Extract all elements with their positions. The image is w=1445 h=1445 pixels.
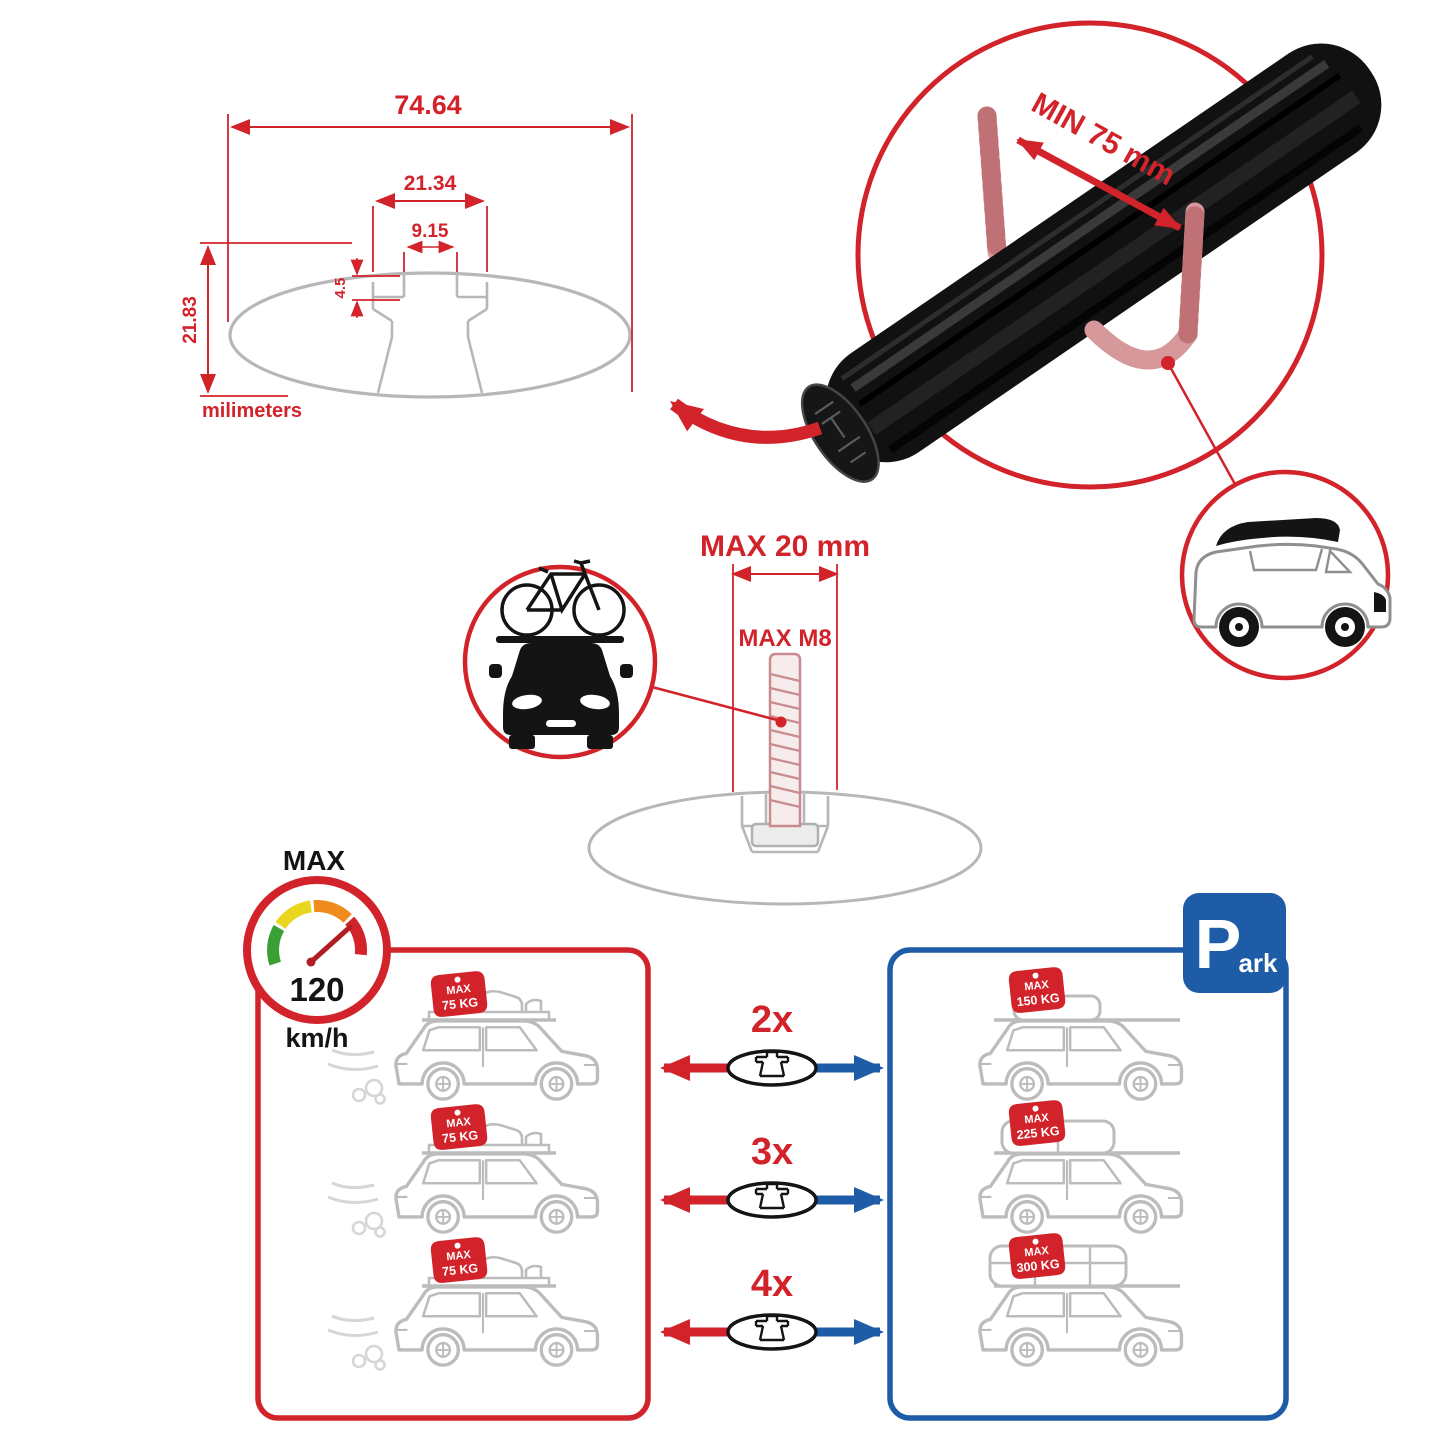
speed-value: 120 [289, 971, 344, 1008]
park-sign-plate [1183, 893, 1286, 993]
tag-title: MAX [1024, 979, 1050, 994]
gauge-hub [306, 957, 316, 967]
dim-height-total: 21.83 [180, 242, 352, 397]
tag-weight: 150 KG [1016, 991, 1060, 1009]
dimension-diagram: 74.64 21.34 9.15 4.5 21.83 milimeter [180, 90, 633, 422]
car-front-icon [489, 643, 633, 749]
load-tag-parking-1: MAX 150 KG [1008, 967, 1066, 1013]
driving-car-3 [394, 1285, 600, 1367]
load-tag-driving-1: MAX 75 KG [430, 971, 488, 1017]
bolt-detail: MAX 20 mm MAX M8 [462, 530, 983, 906]
dim-height-total-label: 21.83 [180, 296, 201, 344]
speed-units: km/h [285, 1023, 348, 1053]
max-thread-label: MAX M8 [738, 625, 831, 652]
dim-channel-outer-label: 21.34 [404, 172, 457, 195]
crossbar-3d-icon [800, 43, 1382, 483]
tag-title: MAX [446, 983, 472, 998]
motion-lines-3 [326, 1314, 386, 1371]
max-length-label: MAX 20 mm [700, 530, 870, 563]
parking-car-3 [978, 1285, 1184, 1367]
min-gap-label: MIN 75 mm [1026, 87, 1181, 193]
multiplier-label-3: 4x [751, 1263, 793, 1305]
parking-panel-border [887, 947, 1289, 1421]
driving-car-2 [394, 1152, 600, 1234]
units-label: milimeters [202, 400, 302, 422]
multiplier-label-2: 3x [751, 1131, 793, 1173]
leader-line-bike-badge [651, 685, 778, 722]
profile-icon-3 [726, 1313, 818, 1351]
ratio-row-1: 2x [660, 999, 884, 1087]
tag-title: MAX [446, 1116, 472, 1131]
parking-car-1 [978, 1019, 1184, 1101]
parking-car-2 [978, 1152, 1184, 1234]
tag-weight: 75 KG [441, 1261, 478, 1279]
motion-lines-1 [326, 1048, 386, 1105]
ratio-row-3: 4x [660, 1263, 884, 1351]
crossbar-detail: MIN 75 mm [669, 20, 1392, 681]
multiplier-label-1: 2x [751, 999, 793, 1041]
load-tag-driving-2: MAX 75 KG [430, 1104, 488, 1150]
tag-weight: 225 KG [1016, 1124, 1060, 1142]
profile-icon-2 [726, 1181, 818, 1219]
suv-icon [1192, 542, 1392, 647]
detail-circle [855, 20, 1325, 490]
driving-car-1 [394, 1019, 600, 1101]
dim-lip-depth-label: 4.5 [332, 278, 349, 299]
dim-channel-outer: 21.34 [372, 172, 488, 272]
bicycle-icon [500, 559, 626, 637]
profile-cross-section-large [228, 271, 632, 399]
min-gap-arrow [1016, 136, 1182, 232]
bike-on-car-badge [462, 559, 658, 760]
tag-title: MAX [446, 1249, 472, 1264]
profile-ellipse [228, 271, 632, 399]
tag-weight: 300 KG [1016, 1257, 1060, 1275]
parking-panel-cars: MAX 150 KG MAX 225 KG MAX 300 KG [978, 967, 1184, 1367]
driving-panel-border [255, 947, 651, 1421]
clamp-rod-front-icon [1084, 202, 1205, 370]
park-sign-suffix: ark [1238, 948, 1278, 978]
dim-width-total: 74.64 [227, 90, 633, 392]
tag-weight: 75 KG [441, 995, 478, 1013]
load-tag-parking-3: MAX 300 KG [1008, 1233, 1066, 1279]
motion-lines-2 [326, 1181, 386, 1238]
suv-roofbox-badge [1179, 469, 1392, 681]
load-tag-parking-2: MAX 225 KG [1008, 1100, 1066, 1146]
bolt-icon [768, 652, 802, 828]
park-sign: P ark [1183, 893, 1286, 993]
ratio-row-2: 3x [660, 1131, 884, 1219]
load-tag-driving-3: MAX 75 KG [430, 1237, 488, 1283]
clamp-rod-back-icon [977, 106, 1007, 262]
profile-icon-1 [726, 1049, 818, 1087]
tag-title: MAX [1024, 1245, 1050, 1260]
bolt-pointer-dot [775, 716, 787, 728]
leader-line-to-suv [1166, 362, 1238, 487]
speed-max-label: MAX [283, 845, 346, 876]
gauge-arcs [267, 900, 368, 966]
profile-channel-lines [371, 275, 489, 394]
roof-crossbar-icon [496, 636, 624, 643]
dim-channel-inner: 9.15 [403, 221, 458, 272]
dim-lip-depth: 4.5 [332, 258, 400, 318]
gauge-needle [308, 924, 353, 965]
park-sign-letter: P [1195, 905, 1242, 983]
dim-channel-inner-label: 9.15 [412, 221, 449, 242]
speed-limit-badge: MAX 120 km/h [243, 845, 391, 1053]
t-slot-nut-icon [750, 822, 820, 848]
dim-width-total-label: 74.64 [394, 90, 462, 120]
tag-weight: 75 KG [441, 1128, 478, 1146]
driving-panel-cars: MAX 75 KG MAX 75 KG MAX 75 KG [326, 971, 600, 1371]
tag-title: MAX [1024, 1112, 1050, 1127]
roof-box-icon [1216, 518, 1340, 546]
pointer-arrow-bar-to-profile [669, 398, 823, 444]
